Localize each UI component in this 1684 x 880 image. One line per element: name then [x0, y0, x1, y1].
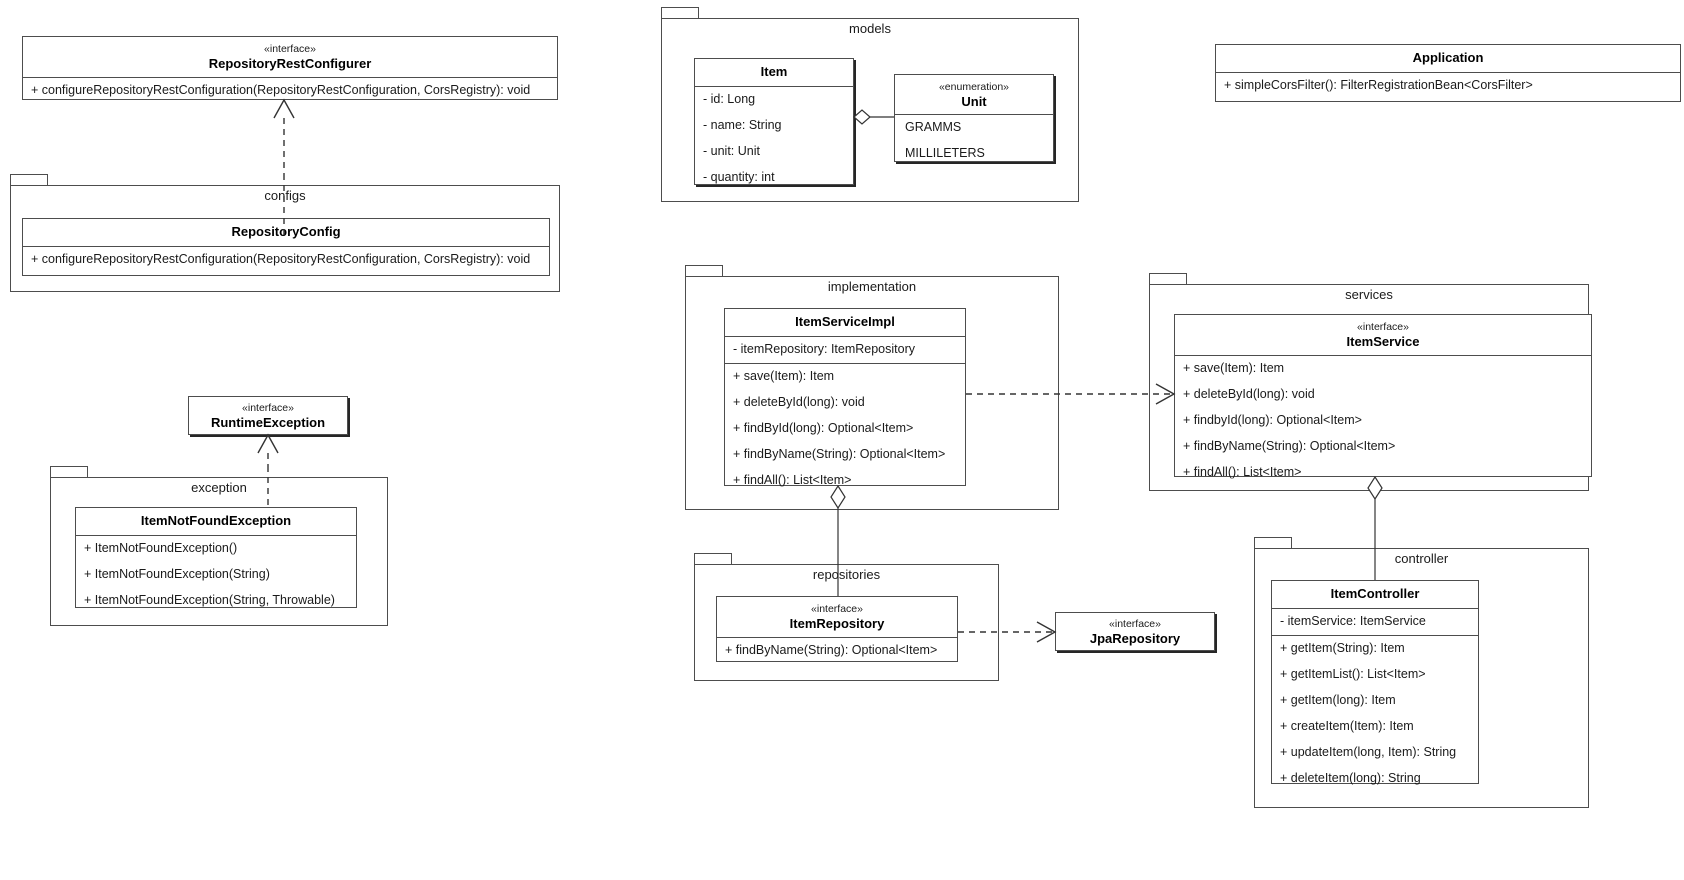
- class-item-controller[interactable]: ItemController - itemService: ItemServic…: [1271, 580, 1479, 785]
- method-item: + getItemList(): List<Item>: [1280, 667, 1426, 681]
- class-header: Application: [1216, 45, 1680, 73]
- attribute-item: - id: Long: [703, 92, 756, 106]
- class-name: Item: [760, 64, 788, 79]
- method-compartment: + configureRepositoryRestConfiguration(R…: [23, 78, 557, 104]
- method-item: + getItem(String): Item: [1280, 641, 1405, 655]
- package-label: controller: [1394, 551, 1449, 566]
- class-repository-rest-configurer[interactable]: «interface» RepositoryRestConfigurer + c…: [22, 36, 558, 100]
- class-item-service[interactable]: «interface» ItemService + save(Item): It…: [1174, 314, 1592, 479]
- package-label: repositories: [812, 567, 881, 582]
- class-unit-enumeration[interactable]: «enumeration» Unit GRAMMS MILLILETERS: [894, 74, 1054, 162]
- class-name: ItemService: [1346, 334, 1420, 349]
- class-header: «interface» JpaRepository: [1056, 613, 1214, 650]
- method-item: + deleteById(long): void: [1183, 387, 1315, 401]
- class-jpa-repository[interactable]: «interface» JpaRepository: [1055, 612, 1215, 651]
- class-header: «interface» ItemService: [1175, 315, 1591, 356]
- class-item-not-found-exception[interactable]: ItemNotFoundException + ItemNotFoundExce…: [75, 507, 357, 608]
- method-compartment: + getItem(String): Item + getItemList():…: [1272, 636, 1478, 792]
- class-header: «interface» RepositoryRestConfigurer: [23, 37, 557, 78]
- method-item: + deleteById(long): void: [733, 395, 865, 409]
- method-item: + ItemNotFoundException(String): [84, 567, 270, 581]
- class-header: «enumeration» Unit: [895, 75, 1053, 115]
- class-name: Application: [1412, 50, 1484, 65]
- class-header: ItemController: [1272, 581, 1478, 609]
- attribute-item: - itemRepository: ItemRepository: [733, 342, 916, 356]
- package-tab: [661, 7, 699, 19]
- package-tab: [694, 553, 732, 565]
- package-label: implementation: [827, 279, 917, 294]
- stereotype-label: «interface»: [811, 603, 863, 615]
- method-item: + ItemNotFoundException(): [84, 541, 238, 555]
- class-runtime-exception[interactable]: «interface» RuntimeException: [188, 396, 348, 435]
- class-header: «interface» ItemRepository: [717, 597, 957, 638]
- class-application[interactable]: Application + simpleCorsFilter(): Filter…: [1215, 44, 1681, 102]
- class-header: RepositoryConfig: [23, 219, 549, 247]
- enum-literal: MILLILETERS: [905, 146, 985, 160]
- method-compartment: + save(Item): Item + deleteById(long): v…: [1175, 356, 1591, 486]
- class-header: ItemServiceImpl: [725, 309, 965, 337]
- class-header: ItemNotFoundException: [76, 508, 356, 536]
- method-item: + findByName(String): Optional<Item>: [725, 643, 938, 657]
- method-item: + configureRepositoryRestConfiguration(R…: [31, 252, 531, 266]
- class-repository-config[interactable]: RepositoryConfig + configureRepositoryRe…: [22, 218, 550, 276]
- enum-literal: GRAMMS: [905, 120, 962, 134]
- method-compartment: + save(Item): Item + deleteById(long): v…: [725, 364, 965, 494]
- method-item: + save(Item): Item: [1183, 361, 1285, 375]
- package-label: exception: [191, 480, 247, 495]
- stereotype-label: «enumeration»: [938, 81, 1010, 93]
- method-compartment: + findByName(String): Optional<Item>: [717, 638, 957, 664]
- package-tab: [50, 466, 88, 478]
- method-item: + findbyId(long): Optional<Item>: [1183, 413, 1362, 427]
- stereotype-label: «interface»: [1109, 618, 1161, 630]
- attribute-compartment: - itemService: ItemService: [1272, 609, 1478, 636]
- package-label: services: [1345, 287, 1393, 302]
- class-name: Unit: [961, 94, 987, 109]
- method-item: + updateItem(long, Item): String: [1280, 745, 1457, 759]
- literal-compartment: GRAMMS MILLILETERS: [895, 115, 1053, 167]
- stereotype-label: «interface»: [264, 43, 316, 55]
- method-item: + findById(long): Optional<Item>: [733, 421, 914, 435]
- method-compartment: + configureRepositoryRestConfiguration(R…: [23, 247, 549, 273]
- attribute-item: - unit: Unit: [703, 144, 760, 158]
- method-item: + deleteItem(long): String: [1280, 771, 1421, 785]
- method-item: + ItemNotFoundException(String, Throwabl…: [84, 593, 335, 607]
- attribute-compartment: - id: Long - name: String - unit: Unit -…: [695, 87, 853, 191]
- method-compartment: + ItemNotFoundException() + ItemNotFound…: [76, 536, 356, 614]
- method-item: + findAll(): List<Item>: [733, 473, 852, 487]
- class-name: ItemNotFoundException: [140, 513, 292, 528]
- class-item[interactable]: Item - id: Long - name: String - unit: U…: [694, 58, 854, 185]
- method-item: + save(Item): Item: [733, 369, 835, 383]
- class-name: RuntimeException: [210, 415, 326, 430]
- package-tab: [1149, 273, 1187, 285]
- package-tab: [1254, 537, 1292, 549]
- attribute-item: - quantity: int: [703, 170, 775, 184]
- class-name: ItemServiceImpl: [795, 314, 895, 329]
- method-compartment: + simpleCorsFilter(): FilterRegistration…: [1216, 73, 1680, 99]
- method-item: + getItem(long): Item: [1280, 693, 1396, 707]
- attribute-item: - name: String: [703, 118, 782, 132]
- package-tab: [10, 174, 48, 186]
- class-name: RepositoryConfig: [231, 224, 341, 239]
- class-name: ItemRepository: [789, 616, 885, 631]
- package-label: models: [849, 21, 891, 36]
- class-name: JpaRepository: [1089, 631, 1181, 646]
- method-item: + simpleCorsFilter(): FilterRegistration…: [1224, 78, 1533, 92]
- method-item: + findByName(String): Optional<Item>: [1183, 439, 1396, 453]
- package-tab: [685, 265, 723, 277]
- attribute-compartment: - itemRepository: ItemRepository: [725, 337, 965, 364]
- class-item-repository[interactable]: «interface» ItemRepository + findByName(…: [716, 596, 958, 662]
- class-name: RepositoryRestConfigurer: [208, 56, 372, 71]
- method-item: + configureRepositoryRestConfiguration(R…: [31, 83, 531, 97]
- class-item-service-impl[interactable]: ItemServiceImpl - itemRepository: ItemRe…: [724, 308, 966, 487]
- stereotype-label: «interface»: [242, 402, 294, 414]
- package-label: configs: [264, 188, 306, 203]
- class-header: Item: [695, 59, 853, 87]
- class-header: «interface» RuntimeException: [189, 397, 347, 434]
- method-item: + createItem(Item): Item: [1280, 719, 1414, 733]
- stereotype-label: «interface»: [1357, 321, 1409, 333]
- class-name: ItemController: [1330, 586, 1420, 601]
- method-item: + findAll(): List<Item>: [1183, 465, 1302, 479]
- method-item: + findByName(String): Optional<Item>: [733, 447, 946, 461]
- attribute-item: - itemService: ItemService: [1280, 614, 1426, 628]
